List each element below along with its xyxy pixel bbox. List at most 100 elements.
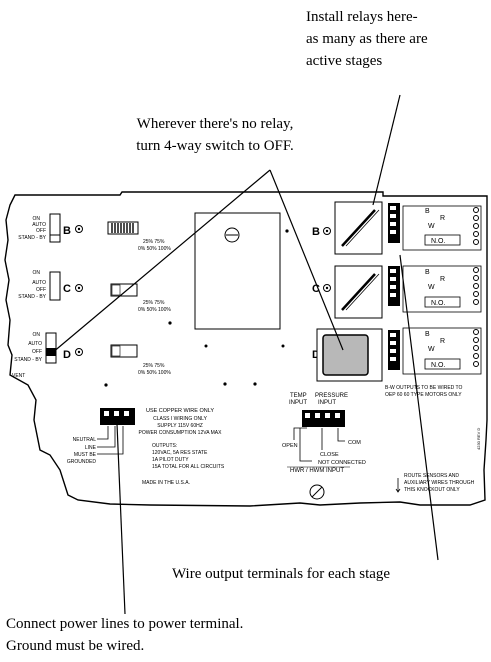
svg-text:CLOSE: CLOSE: [320, 452, 339, 458]
svg-text:N.O.: N.O.: [431, 238, 445, 245]
leader-power-terminal: [116, 423, 126, 615]
svg-text:AUTO: AUTO: [32, 280, 46, 286]
leader-switch-off-2: [269, 169, 344, 351]
callout-power-terminal: Connect power lines to power terminal. G…: [6, 613, 326, 657]
svg-text:PRESSURE: PRESSURE: [315, 393, 348, 399]
switch-d: ON AUTO OFF STAND - BY D VENT: [12, 332, 83, 379]
svg-text:INPUT: INPUT: [289, 400, 307, 406]
svg-text:W: W: [428, 223, 435, 230]
svg-text:USE COPPER WIRE ONLY: USE COPPER WIRE ONLY: [146, 408, 214, 414]
svg-text:THIS KNOCKOUT ONLY: THIS KNOCKOUT ONLY: [404, 487, 460, 493]
callout-install-relays: Install relays here- as many as there ar…: [306, 6, 486, 72]
svg-text:STAND - BY: STAND - BY: [18, 294, 46, 300]
relay-socket-d: [316, 328, 383, 382]
svg-text:NEUTRAL: NEUTRAL: [73, 437, 97, 443]
svg-text:AUXILIARY WIRES THROUGH: AUXILIARY WIRES THROUGH: [404, 480, 475, 486]
svg-text:B: B: [425, 269, 430, 276]
svg-text:R: R: [440, 338, 445, 345]
terminal-block-d: B R W N.O.: [388, 327, 482, 375]
svg-text:25% 75%: 25% 75%: [143, 363, 165, 369]
svg-text:0% 50% 100%: 0% 50% 100%: [138, 370, 171, 376]
svg-text:B: B: [425, 208, 430, 215]
svg-text:SUPPLY 115V 60HZ: SUPPLY 115V 60HZ: [157, 423, 203, 429]
svg-text:N.O.: N.O.: [431, 362, 445, 369]
leader-switch-off-1: [51, 169, 271, 354]
svg-text:B: B: [63, 225, 71, 237]
svg-text:VENT: VENT: [12, 373, 25, 379]
switch-b: ON AUTO OFF STAND - BY B: [18, 213, 83, 243]
svg-text:STAND - BY: STAND - BY: [14, 357, 42, 363]
svg-text:N.O.: N.O.: [431, 300, 445, 307]
svg-text:MUST BE: MUST BE: [74, 452, 97, 458]
svg-text:1A PILOT DUTY: 1A PILOT DUTY: [152, 457, 189, 463]
svg-text:MADE IN THE U.S.A.: MADE IN THE U.S.A.: [142, 480, 190, 486]
svg-text:OPEN: OPEN: [282, 443, 298, 449]
svg-text:0% 50% 100%: 0% 50% 100%: [138, 246, 171, 252]
callout-line: Ground must be wired.: [6, 638, 145, 654]
callout-line: Wherever there's no relay,: [136, 116, 294, 132]
svg-text:TEMP: TEMP: [290, 393, 307, 399]
knockout-note: ROUTE SENSORS AND AUXILIARY WIRES THROUG…: [395, 473, 475, 493]
mount-screw-slot: [311, 486, 323, 498]
relay-b: [334, 201, 383, 255]
svg-text:ROUTE SENSORS AND: ROUTE SENSORS AND: [404, 473, 459, 479]
svg-text:STAND - BY: STAND - BY: [18, 235, 46, 241]
svg-text:OFF: OFF: [36, 228, 46, 234]
svg-text:W: W: [428, 346, 435, 353]
relay-c: [334, 265, 383, 319]
rating-label: USE COPPER WIRE ONLY CLASS I WIRING ONLY…: [139, 408, 225, 486]
bw-note-line2: OEP 60 60 TYPE MOTORS ONLY: [385, 392, 462, 398]
switch-c: ON AUTO OFF STAND - BY C: [18, 270, 83, 301]
power-terminal: NEUTRAL LINE MUST BE GROUNDED: [67, 408, 135, 465]
svg-text:15A TOTAL FOR ALL CIRCUITS: 15A TOTAL FOR ALL CIRCUITS: [152, 464, 225, 470]
svg-text:COM: COM: [348, 440, 361, 446]
leader-output-terminals: [399, 254, 439, 561]
svg-text:D: D: [312, 349, 320, 361]
svg-text:OFF: OFF: [32, 349, 42, 355]
callout-line: as many as there are: [306, 31, 428, 47]
svg-text:NOT CONNECTED: NOT CONNECTED: [318, 460, 366, 466]
terminal-block-c: B R W N.O.: [388, 265, 482, 313]
svg-text:AUTO: AUTO: [28, 341, 42, 347]
svg-text:OFF: OFF: [36, 287, 46, 293]
hwr-input-terminal: TEMP PRESSURE INPUT INPUT OPEN CLOSE COM…: [282, 393, 366, 474]
svg-text:B: B: [312, 226, 320, 238]
callout-line: active stages: [306, 53, 383, 69]
svg-text:HWR / HWM INPUT: HWR / HWM INPUT: [290, 468, 344, 474]
svg-text:W: W: [428, 284, 435, 291]
pot-d: 25% 75% 0% 50% 100%: [110, 344, 171, 376]
svg-text:LINE: LINE: [85, 445, 97, 451]
leader-install-relays: [372, 94, 401, 206]
callout-line: Wire output terminals for each stage: [172, 566, 391, 582]
svg-text:AUTO: AUTO: [32, 222, 46, 228]
svg-text:ON: ON: [33, 216, 41, 222]
svg-text:POWER CONSUMPTION 12VA MAX: POWER CONSUMPTION 12VA MAX: [139, 430, 223, 436]
callout-output-terminals: Wire output terminals for each stage: [172, 563, 472, 585]
svg-text:R: R: [440, 276, 445, 283]
callout-switch-off: Wherever there's no relay, turn 4-way sw…: [95, 113, 335, 157]
svg-text:R: R: [440, 215, 445, 222]
svg-text:25% 75%: 25% 75%: [143, 300, 165, 306]
svg-text:0% 50% 100%: 0% 50% 100%: [138, 307, 171, 313]
svg-text:GROUNDED: GROUNDED: [67, 459, 97, 465]
svg-text:ON: ON: [33, 332, 41, 338]
pot-b: 25% 75% 0% 50% 100%: [107, 221, 171, 252]
svg-text:ON: ON: [33, 270, 41, 276]
callout-line: Connect power lines to power terminal.: [6, 616, 244, 632]
callout-line: turn 4-way switch to OFF.: [136, 138, 294, 154]
svg-text:CLASS I WIRING ONLY: CLASS I WIRING ONLY: [153, 416, 207, 422]
svg-text:OUTPUTS:: OUTPUTS:: [152, 443, 177, 449]
svg-text:C: C: [312, 283, 320, 295]
callout-line: Install relays here-: [306, 9, 418, 25]
serial-number: 4230 REV D: [476, 428, 481, 450]
transformer: [194, 212, 285, 348]
board-rivets: [104, 229, 289, 387]
svg-text:D: D: [63, 349, 71, 361]
bw-note-line1: B-W OUTPUTS TO BE WIRED TO: [385, 385, 463, 391]
svg-text:B: B: [425, 331, 430, 338]
svg-text:25% 75%: 25% 75%: [143, 239, 165, 245]
svg-text:INPUT: INPUT: [318, 400, 336, 406]
svg-text:C: C: [63, 283, 71, 295]
terminal-block-b: B R W N.O.: [388, 203, 482, 251]
